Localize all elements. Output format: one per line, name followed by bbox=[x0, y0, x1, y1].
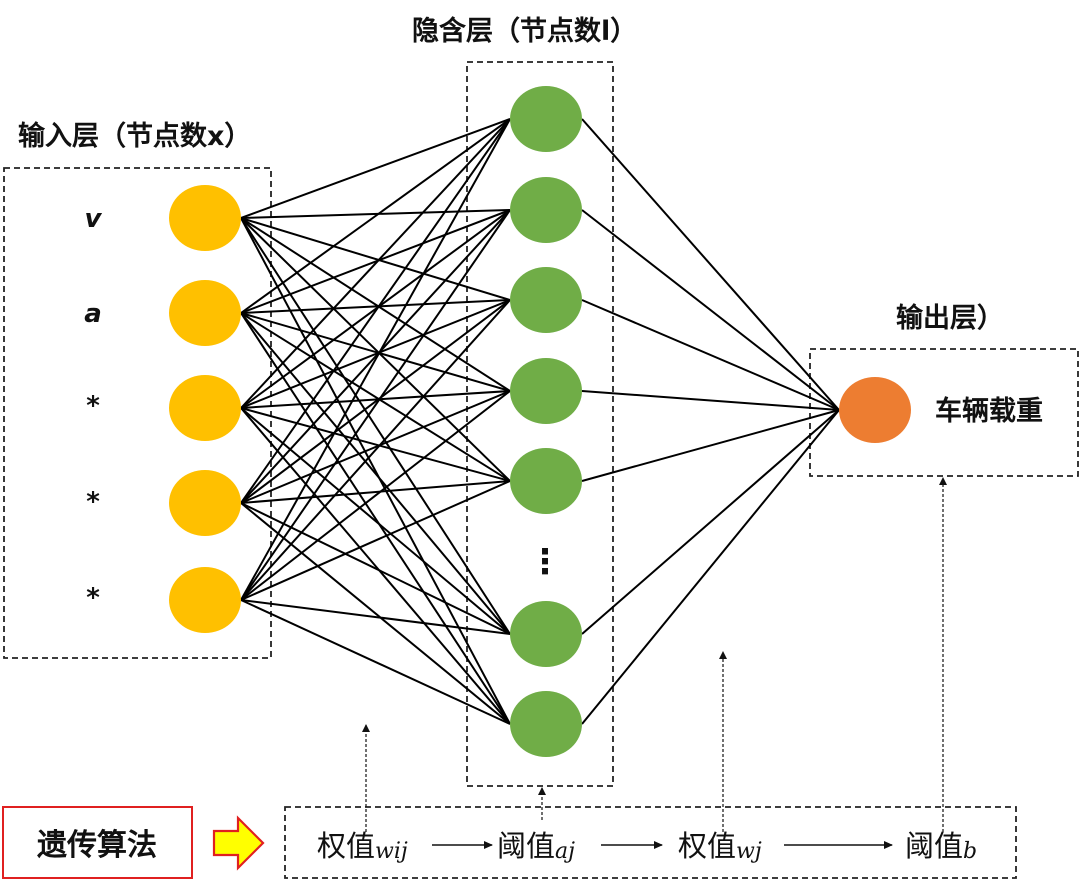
edge-input-1-hidden-1 bbox=[240, 118, 511, 219]
edge-input-1-hidden-5 bbox=[240, 217, 511, 482]
ga-label: 遗传算法 bbox=[37, 828, 157, 863]
edge-input-3-hidden-7 bbox=[240, 407, 511, 725]
edge-input-3-hidden-1 bbox=[240, 118, 511, 409]
input-layer-title: 输入层（节点数x） bbox=[18, 120, 251, 152]
input-label-a: a bbox=[84, 299, 102, 329]
hidden-layer-box bbox=[466, 61, 614, 787]
input-label-v: v bbox=[85, 204, 103, 234]
edge-input-3-hidden-3 bbox=[240, 299, 511, 409]
hidden-node-4 bbox=[510, 358, 582, 424]
input-label-4: * bbox=[86, 487, 100, 517]
output-layer-title: 输出层） bbox=[896, 302, 1004, 334]
edge-input-3-hidden-6 bbox=[240, 407, 511, 635]
hidden-node-3 bbox=[510, 267, 582, 333]
edge-input-1-hidden-7 bbox=[240, 217, 511, 725]
hidden-node-1 bbox=[510, 86, 582, 152]
input-label-3: * bbox=[86, 391, 100, 421]
edge-input-2-hidden-3 bbox=[240, 299, 511, 314]
input-node-1 bbox=[169, 185, 241, 251]
param-weight-j: 权值wj bbox=[678, 829, 762, 864]
edge-input-2-hidden-6 bbox=[240, 312, 511, 635]
edge-input-5-hidden-3 bbox=[240, 299, 511, 601]
edge-input-4-hidden-5 bbox=[240, 480, 511, 504]
edge-input-3-hidden-4 bbox=[240, 390, 511, 409]
edge-input-5-hidden-6 bbox=[240, 599, 511, 635]
edge-input-5-hidden-7 bbox=[240, 599, 511, 725]
edge-input-1-hidden-2 bbox=[240, 209, 511, 219]
edge-input-1-hidden-6 bbox=[240, 217, 511, 635]
edge-input-5-hidden-4 bbox=[240, 390, 511, 601]
edge-input-2-hidden-4 bbox=[240, 312, 511, 392]
edge-input-1-hidden-4 bbox=[240, 217, 511, 392]
edge-hidden-7-output bbox=[581, 409, 840, 725]
input-layer-box bbox=[3, 167, 272, 659]
edge-input-5-hidden-5 bbox=[240, 480, 511, 601]
hidden-layer-title: 隐含层（节点数l） bbox=[412, 15, 637, 47]
edge-hidden-4-output bbox=[581, 390, 840, 411]
input-node-2 bbox=[169, 280, 241, 346]
edge-input-1-hidden-3 bbox=[240, 217, 511, 301]
param-weight-ij: 权值wij bbox=[317, 829, 408, 864]
input-node-3 bbox=[169, 375, 241, 441]
connection-lines bbox=[240, 118, 840, 725]
edge-input-3-hidden-2 bbox=[240, 209, 511, 409]
input-node-5 bbox=[169, 567, 241, 633]
input-label-5: * bbox=[86, 583, 100, 613]
edge-hidden-2-output bbox=[581, 209, 840, 411]
edge-hidden-1-output bbox=[581, 118, 840, 411]
hidden-node-6 bbox=[510, 601, 582, 667]
svg-text:阈值b: 阈值b bbox=[905, 829, 977, 864]
param-threshold-b: 阈值b bbox=[905, 829, 977, 864]
edge-input-4-hidden-7 bbox=[240, 502, 511, 725]
ga-box bbox=[2, 806, 193, 879]
edge-input-4-hidden-6 bbox=[240, 502, 511, 635]
hidden-node-2 bbox=[510, 177, 582, 243]
edge-hidden-6-output bbox=[581, 409, 840, 635]
hidden-node-7 bbox=[510, 691, 582, 757]
edge-input-5-hidden-1 bbox=[240, 118, 511, 601]
edge-input-2-hidden-1 bbox=[240, 118, 511, 314]
hidden-ellipsis: ⋮ bbox=[528, 542, 562, 582]
edge-input-4-hidden-2 bbox=[240, 209, 511, 504]
output-node bbox=[839, 377, 911, 443]
params-box bbox=[284, 806, 1017, 879]
hidden-node-5 bbox=[510, 448, 582, 514]
output-label: 车辆载重 bbox=[935, 395, 1043, 427]
edge-input-5-hidden-2 bbox=[240, 209, 511, 601]
svg-text:阈值aj: 阈值aj bbox=[497, 829, 575, 864]
edge-input-4-hidden-4 bbox=[240, 390, 511, 504]
edge-input-4-hidden-1 bbox=[240, 118, 511, 504]
svg-text:权值wij: 权值wij bbox=[317, 829, 408, 864]
nodes bbox=[169, 86, 911, 757]
block-arrow-icon bbox=[212, 815, 265, 871]
edge-input-2-hidden-7 bbox=[240, 312, 511, 725]
param-threshold-aj: 阈值aj bbox=[497, 829, 575, 864]
output-layer-box bbox=[809, 348, 1079, 477]
input-node-4 bbox=[169, 470, 241, 536]
svg-text:权值wj: 权值wj bbox=[678, 829, 762, 864]
edge-hidden-5-output bbox=[581, 409, 840, 482]
edge-input-2-hidden-2 bbox=[240, 209, 511, 314]
edge-input-3-hidden-5 bbox=[240, 407, 511, 482]
edge-hidden-3-output bbox=[581, 299, 840, 411]
edge-input-2-hidden-5 bbox=[240, 312, 511, 482]
edge-input-4-hidden-3 bbox=[240, 299, 511, 504]
